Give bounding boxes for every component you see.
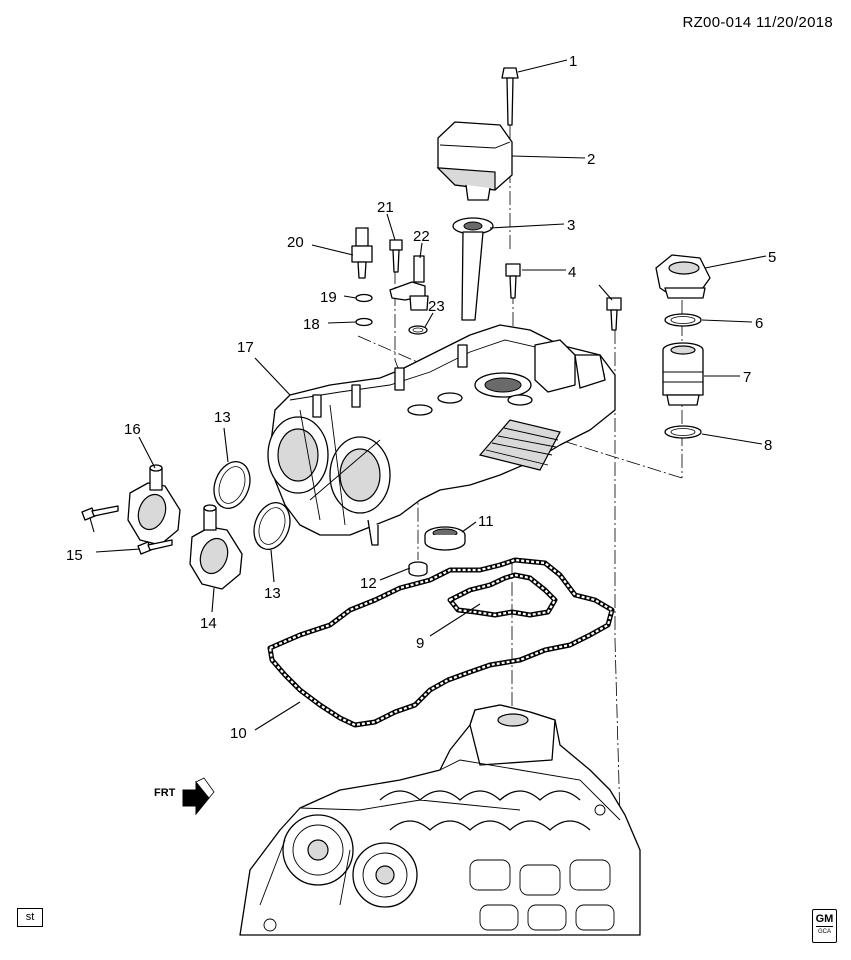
callout-10: 10 <box>230 725 247 742</box>
part-1-bolt <box>501 67 519 126</box>
leader-lines <box>89 59 767 731</box>
part-14-actuator <box>189 504 243 590</box>
diagram-reference: RZ00-014 11/20/2018 <box>682 14 833 31</box>
callout-13-upper: 13 <box>214 409 231 426</box>
part-21-bolt <box>389 239 403 273</box>
front-direction-arrow: FRT <box>154 777 215 816</box>
callout-11: 11 <box>478 513 494 530</box>
reference-code: RZ00-014 <box>682 14 752 31</box>
part-16-actuator <box>127 464 181 546</box>
callout-9: 9 <box>416 635 424 652</box>
part-2-ignition-coil <box>436 121 513 201</box>
gm-logo-subtext: GCA <box>817 929 831 935</box>
part-6-oring <box>664 313 702 327</box>
callout-18: 18 <box>303 316 320 333</box>
part-15-bolts <box>81 505 173 555</box>
callout-20: 20 <box>287 234 304 251</box>
part-20-sensor <box>351 227 373 279</box>
callout-12: 12 <box>360 575 377 592</box>
camshaft-cover <box>267 324 616 546</box>
part-22-sensor <box>389 255 429 311</box>
callout-1: 1 <box>569 53 577 70</box>
part-11-seal <box>424 526 466 551</box>
callout-2: 2 <box>587 151 595 168</box>
gm-logo: GM GCA <box>812 909 837 943</box>
code-box: st <box>17 908 43 927</box>
part-5-cap <box>655 254 711 299</box>
callout-5: 5 <box>768 249 776 266</box>
callout-23: 23 <box>428 298 445 315</box>
callout-17: 17 <box>237 339 254 356</box>
callout-6: 6 <box>755 315 763 332</box>
gm-logo-text: GM <box>815 913 834 925</box>
callout-7: 7 <box>743 369 751 386</box>
part-3-coil-boot <box>452 217 494 321</box>
callout-4: 4 <box>568 264 576 281</box>
inner-gasket <box>447 572 558 618</box>
callout-14: 14 <box>200 615 217 632</box>
callout-21: 21 <box>377 199 394 216</box>
callout-19: 19 <box>320 289 337 306</box>
part-13-orings <box>213 461 291 550</box>
frt-label: FRT <box>154 787 176 799</box>
part-8-oring <box>664 425 702 439</box>
part-12-plug <box>408 561 428 577</box>
callout-13-lower: 13 <box>264 585 281 602</box>
callout-8: 8 <box>764 437 772 454</box>
valve-cover-gasket <box>267 557 615 728</box>
reference-date: 11/20/2018 <box>756 14 833 31</box>
part-23-oring <box>408 325 428 335</box>
gm-logo-divider <box>816 926 833 927</box>
part-4-bolts <box>505 263 622 331</box>
engine-block <box>239 704 641 936</box>
part-18-19-washers <box>355 293 373 327</box>
part-7-housing <box>662 342 704 406</box>
callout-3: 3 <box>567 217 575 234</box>
callout-16: 16 <box>124 421 141 438</box>
callout-labels: 1 2 3 4 5 6 7 8 9 10 11 12 13 13 14 15 1… <box>66 53 776 742</box>
callout-15: 15 <box>66 547 83 564</box>
callout-22: 22 <box>413 228 430 245</box>
